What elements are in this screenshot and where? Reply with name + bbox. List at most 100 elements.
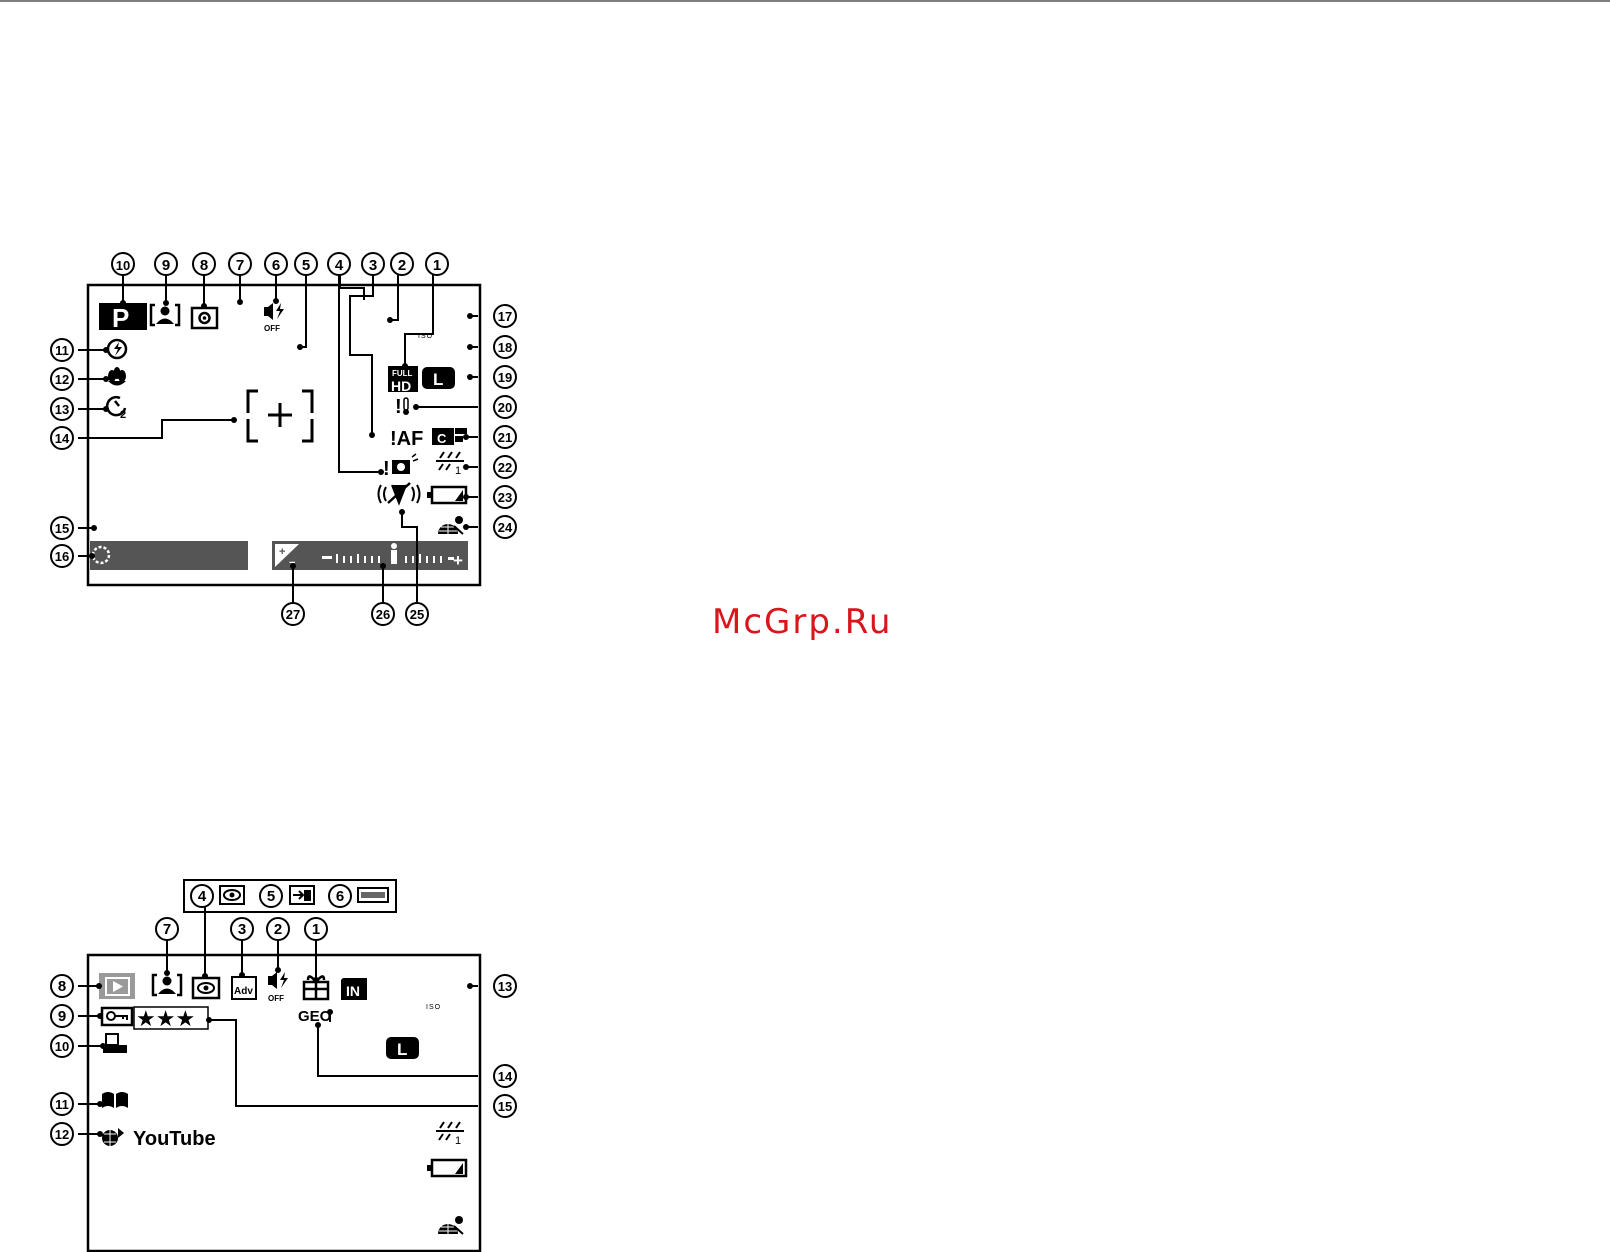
svg-text:27: 27 [286,607,300,622]
svg-text:17: 17 [498,309,512,324]
silent-mode-icon: OFF [268,972,288,1003]
svg-text:10: 10 [55,1039,69,1054]
youtube-label: YouTube [133,1128,216,1150]
full-label: FULL [392,369,413,378]
intelligent-flash-icon [438,516,463,534]
svg-text:24: 24 [498,520,513,535]
shooting-screen: P OFF ISO FULL HD L [51,253,516,625]
exposure-plus-label: + [453,551,463,570]
svg-text:GEO: GEO [298,1008,332,1025]
macro-icon [108,367,126,386]
svg-text:7: 7 [163,921,171,938]
rating-stars: ★★★ [136,1006,195,1031]
svg-text:22: 22 [498,460,512,475]
dual-is-icon [379,483,420,503]
svg-text:13: 13 [55,402,69,417]
date-bar [90,541,248,570]
svg-text:11: 11 [55,1097,69,1112]
program-mode-label: P [112,303,129,333]
svg-text:16: 16 [55,549,69,564]
svg-text:6: 6 [272,257,280,274]
svg-text:6: 6 [336,888,344,905]
image-size-label: L [433,370,443,389]
svg-text:IN: IN [346,983,360,999]
svg-text:9: 9 [58,1008,66,1025]
protect-icon [102,1008,132,1025]
svg-text:12: 12 [55,372,69,387]
svg-text:C: C [437,431,447,446]
svg-text:21: 21 [498,430,512,445]
svg-text:1: 1 [455,1135,461,1147]
af-warning-icon: !AF [390,428,423,450]
photobook-icon [102,1092,128,1108]
playback-screen-frame [88,955,480,1251]
svg-text:2: 2 [274,921,282,938]
film-simulation-icon: C [432,428,467,446]
svg-text:10: 10 [116,258,130,273]
red-eye-removal-icon [193,978,219,998]
svg-text:14: 14 [498,1069,513,1084]
intelligent-flash-icon [438,1216,463,1234]
svg-text:15: 15 [55,521,69,536]
svg-text:+: + [279,546,285,558]
focus-frame-icon [248,391,312,441]
movie-mode-icon: FULL HD [388,366,418,394]
svg-text:14: 14 [55,431,70,446]
svg-text:!: ! [383,458,390,480]
svg-text:12: 12 [55,1127,69,1142]
self-timer-icon: 2 [107,397,126,421]
svg-text:15: 15 [498,1099,512,1114]
svg-text:5: 5 [302,257,310,274]
svg-text:18: 18 [498,340,512,355]
svg-text:2: 2 [120,409,126,421]
playback-screen: Adv OFF IN ISO ★★★ [51,880,516,1251]
svg-text:8: 8 [58,978,66,995]
white-balance-icon: 1 [436,452,464,477]
face-detection-icon [151,305,179,325]
svg-text:!: ! [395,396,402,418]
internal-memory-icon: IN [341,978,367,1000]
svg-text:7: 7 [236,257,244,274]
advanced-icon: Adv [232,977,256,999]
svg-text:25: 25 [410,607,424,622]
upload-icon [102,1128,124,1146]
geotag-icon: GEO [298,1008,333,1025]
svg-text:13: 13 [498,979,512,994]
svg-text:1: 1 [455,465,461,477]
svg-text:OFF: OFF [268,994,284,1003]
svg-text:5: 5 [267,888,275,905]
svg-text:20: 20 [498,400,512,415]
svg-text:23: 23 [498,490,512,505]
svg-text:8: 8 [200,257,208,274]
battery-icon [427,1160,466,1176]
svg-text:L: L [397,1040,407,1059]
svg-text:1: 1 [312,921,320,938]
silent-off-label: OFF [264,324,280,333]
hd-label: HD [391,378,411,394]
exposure-bar [272,541,468,570]
svg-text:19: 19 [498,370,512,385]
battery-icon [427,487,466,503]
svg-text:1: 1 [433,257,441,274]
svg-text:2: 2 [398,257,406,274]
svg-text:3: 3 [369,257,377,274]
svg-text:9: 9 [162,257,170,274]
playback-icon [99,973,135,999]
svg-text:Adv: Adv [234,986,253,997]
temperature-warning-icon: ! [395,396,409,418]
white-balance-icon: 1 [436,1122,464,1147]
svg-text:11: 11 [55,343,69,358]
svg-text:3: 3 [238,921,246,938]
image-size-icon: L [422,367,455,389]
svg-text:4: 4 [198,888,207,905]
blur-warning-icon: ! [383,454,418,480]
flash-off-icon [108,340,126,358]
iso-label: ISO [426,1004,441,1011]
image-size-icon: L [386,1037,419,1059]
watermark: McGrp.Ru [712,602,932,642]
svg-text:26: 26 [376,607,390,622]
print-icon [103,1034,127,1053]
metering-icon [192,308,217,328]
svg-text:4: 4 [335,257,344,274]
silent-mode-icon: OFF [264,303,284,333]
